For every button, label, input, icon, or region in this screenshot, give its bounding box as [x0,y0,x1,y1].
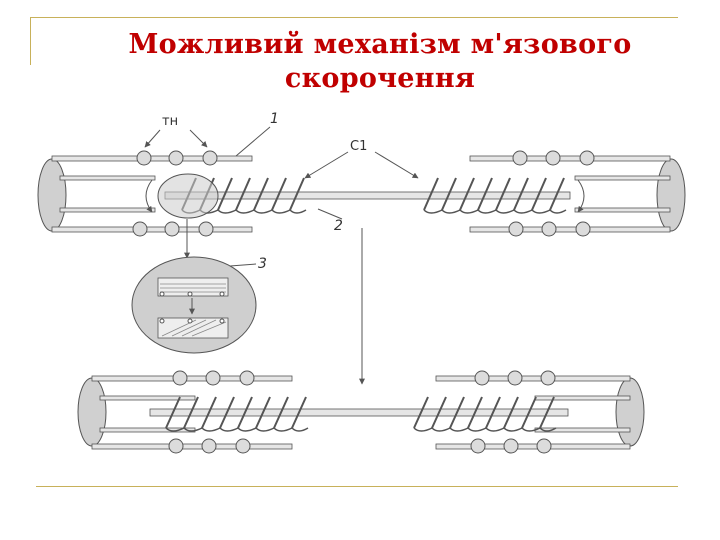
sarcomere-top [37,150,686,237]
helix-left-bottom [165,396,307,429]
label-2: 2 [334,218,343,234]
frame-bottom-line [36,486,678,487]
curved-arrow-left [145,179,153,213]
pointer-2 [317,208,343,220]
inset-strip-upper [157,277,229,297]
inset-strip-upper-lines [160,283,226,293]
label-3: 3 [258,256,267,272]
frame-left-line [30,17,31,65]
frame-top-line [30,17,678,18]
sarcomere-bottom [77,370,645,454]
pointer-1 [235,126,271,157]
troponin-beads-top-upper [136,150,595,166]
z-disc-left-bottom [77,377,107,447]
inset-bead-lower-right [219,318,225,324]
helix-right-bottom [413,396,555,429]
arrow-c1-right [374,151,419,179]
thin-filaments-top-upper [51,155,671,181]
title-line-1: Можливий механізм м'язового [128,29,632,60]
label-1: 1 [270,111,279,127]
arrow-c1-left [304,151,349,179]
helix-left-bottom-loops [165,427,309,432]
troponin-beads-top-lower [132,221,591,237]
pointer-3 [229,263,257,267]
inset-bead-upper-left [159,291,165,297]
highlight-ellipse [157,173,219,219]
inset-bead-lower-left [159,318,165,324]
z-disc-left-top [37,158,67,232]
thin-filaments-bottom-upper [91,375,631,401]
slide-title: Можливий механізм м'язового скорочення [0,28,720,96]
zoom-inset [131,256,257,354]
label-c1: C1 [350,139,367,154]
curved-arrow-right [577,179,585,213]
helix-right-bottom-loops [413,427,557,432]
inset-strip-lower-lines [161,319,227,337]
arrow-tn-right [189,129,208,148]
label-tn: тн [162,114,178,129]
thin-filaments-bottom-lower [91,427,631,450]
title-line-2: скорочення [284,63,476,94]
arrow-tn-left [144,129,161,148]
helix-right-top [423,177,565,211]
inset-bead-upper-mid [187,291,193,297]
thick-filament-bottom [149,408,569,417]
troponin-beads-bottom-lower [168,438,552,454]
zoom-inset-circle [131,256,257,354]
inset-bead-lower-mid [187,318,193,324]
thin-filaments-top-lower [51,207,671,233]
z-disc-right-bottom [615,377,645,447]
inset-bead-upper-right [219,291,225,297]
helix-right-top-loops [423,209,567,214]
troponin-beads-bottom-upper [172,370,556,386]
z-disc-right-top [656,158,686,232]
